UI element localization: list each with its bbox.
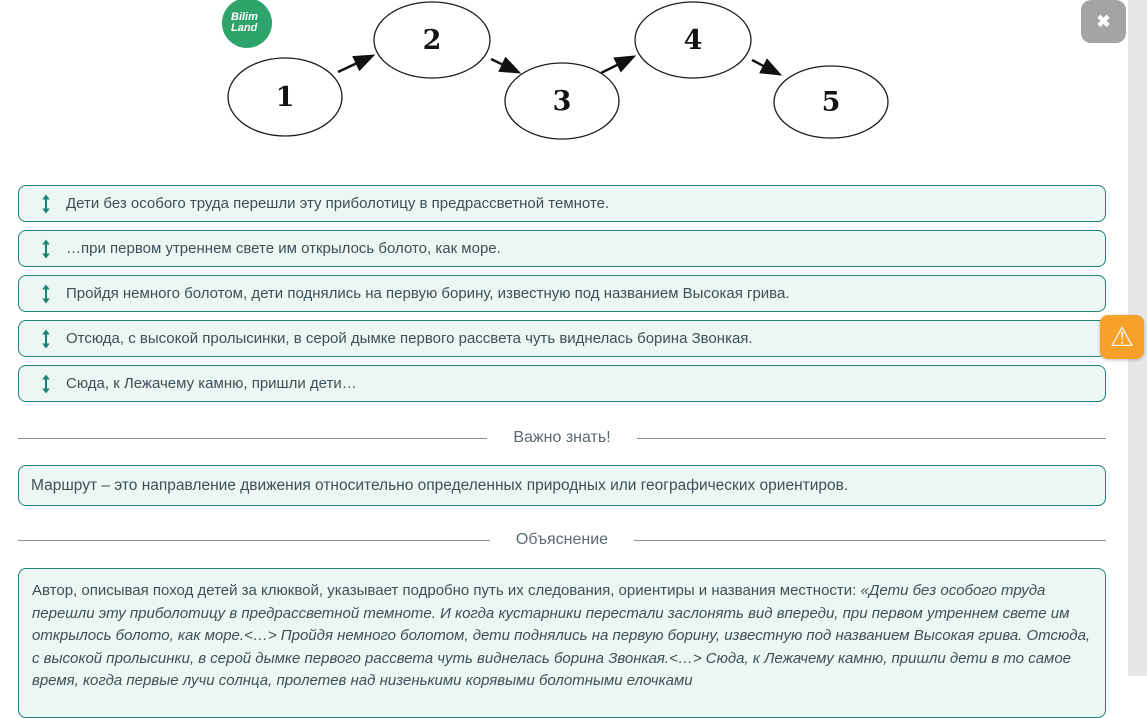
explanation-heading: Объяснение [515,531,609,548]
diagram-node-1-label: 1 [276,82,295,113]
explanation-box: Автор, описывая поход детей за клюквой, … [18,568,1106,718]
diagram-node-1 [227,57,343,137]
drag-handle-icon[interactable] [40,194,52,214]
divider-line [18,539,490,541]
drag-handle-icon[interactable] [40,329,52,349]
sort-item-1[interactable]: Дети без особого труда перешли эту прибо… [18,185,1106,222]
bilimland-logo: Bilim Land [222,0,272,48]
content-area: 1 2 3 4 5 Bilim Land Дети без особого тр… [18,0,1106,718]
explanation-quote-text: «Дети без особого труда перешли эту приб… [32,582,1091,689]
explanation-intro-text: Автор, описывая поход детей за клюквой, … [32,582,861,599]
divider-line [18,437,488,439]
sort-item-2[interactable]: …при первом утреннем свете им открылось … [18,230,1106,267]
drag-handle-icon[interactable] [40,239,52,259]
divider-line [636,437,1106,439]
explanation-divider: Объяснение [18,531,1106,549]
diagram-node-2 [373,1,491,79]
sort-item-text: …при первом утреннем свете им открылось … [66,240,501,257]
sort-list: Дети без особого труда перешли эту прибо… [18,185,1106,410]
important-box: Маршрут – это направление движения относ… [18,465,1106,506]
close-button[interactable]: ✖ [1081,0,1126,43]
diagram-node-2-label: 2 [423,25,442,56]
sort-item-text: Дети без особого труда перешли эту прибо… [66,195,610,212]
important-text: Маршрут – это направление движения относ… [31,476,849,494]
arrow-3-4 [600,55,637,75]
logo-line2: Land [231,22,258,34]
sort-item-5[interactable]: Сюда, к Лежачему камню, пришли дети… [18,365,1106,402]
logo-line1: Bilim [231,11,258,23]
diagram-node-3 [504,62,620,140]
diagram-node-5 [773,65,889,139]
important-heading: Важно знать! [513,429,611,446]
important-divider: Важно знать! [18,429,1106,447]
route-diagram: 1 2 3 4 5 [227,1,889,140]
arrow-2-3 [490,56,522,74]
sort-item-text: Отсюда, с высокой пролысинки, в серой ды… [66,330,753,347]
warning-button[interactable]: ⚠ [1100,315,1144,359]
drag-handle-icon[interactable] [40,284,52,304]
sort-item-3[interactable]: Пройдя немного болотом, дети поднялись н… [18,275,1106,312]
close-icon: ✖ [1096,11,1111,31]
arrow-1-2 [337,54,376,74]
diagram-node-3-label: 3 [553,86,572,117]
divider-line [634,539,1106,541]
sort-item-text: Пройдя немного болотом, дети поднялись н… [66,285,790,302]
sort-item-text: Сюда, к Лежачему камню, пришли дети… [66,375,357,392]
drag-handle-icon[interactable] [40,374,52,394]
warning-icon: ⚠ [1109,321,1135,352]
diagram-node-4-label: 4 [684,25,703,56]
sort-item-4[interactable]: Отсюда, с высокой пролысинки, в серой ды… [18,320,1106,357]
diagram-node-4 [634,1,752,79]
diagram-node-5-label: 5 [822,87,841,118]
arrow-4-5 [751,58,783,76]
